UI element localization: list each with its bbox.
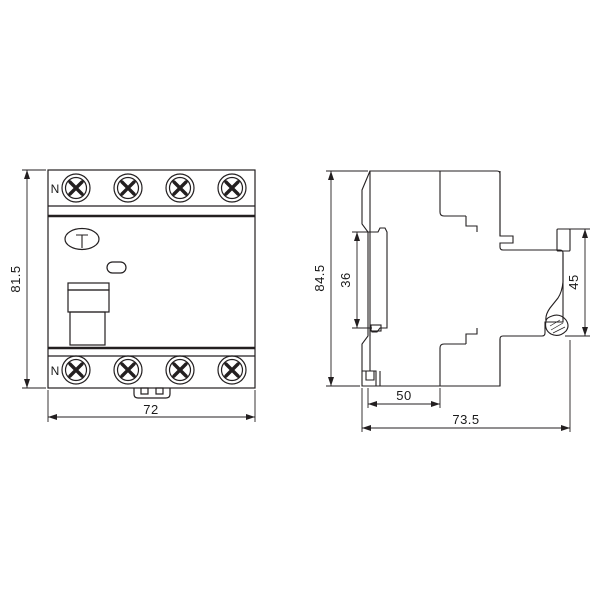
arrow-81-5-bot — [24, 379, 30, 388]
arrow-50-left — [368, 401, 377, 407]
side-inner-step-upper — [465, 216, 478, 232]
arrow-84-5-bot — [328, 377, 334, 386]
arrow-45-top — [582, 229, 588, 238]
toggle-handle[interactable] — [67, 282, 110, 346]
side-mid-step-upper — [439, 171, 466, 217]
test-button-outline — [64, 227, 100, 251]
terminal-screw-top-4 — [217, 173, 247, 203]
terminal-screw-bottom-3 — [165, 355, 195, 385]
arrow-72-right — [246, 414, 255, 420]
side-view — [361, 170, 571, 387]
terminal-screw-top-2 — [113, 173, 143, 203]
terminal-screw-bottom-4 — [217, 355, 247, 385]
clip-tab — [556, 228, 571, 252]
dimension-73-5: 73.5 — [452, 412, 479, 427]
front-body-outline — [47, 169, 256, 389]
toggle-handle-upper — [67, 282, 110, 291]
din-rail-clip — [545, 228, 571, 337]
terminal-screw-top-3 — [165, 173, 195, 203]
din-clip-notch — [133, 387, 171, 399]
neutral-label-bottom: N — [51, 364, 60, 378]
arrow-735-right — [561, 425, 570, 431]
side-bottom-foot — [361, 371, 381, 387]
toggle-handle-mid — [67, 289, 110, 313]
dimension-36: 36 — [338, 272, 353, 287]
side-left-chamfer — [361, 170, 371, 372]
side-body-outline — [369, 170, 564, 387]
terminal-screw-top-1 — [61, 173, 91, 203]
arrow-36-bot — [354, 319, 360, 328]
side-inner-step-lower — [465, 328, 478, 344]
terminal-screws-bottom — [61, 355, 247, 385]
arrow-72-left — [48, 414, 57, 420]
clip-hook-hatch — [549, 319, 566, 334]
dimension-81-5: 81.5 — [8, 265, 23, 292]
dimension-84-5: 84.5 — [312, 264, 327, 291]
terminal-screws-top — [61, 173, 247, 203]
side-mid-step-lower — [439, 343, 466, 386]
neutral-label-top: N — [51, 182, 60, 196]
indicator-window — [106, 261, 127, 274]
test-button-t-glyph — [76, 234, 88, 248]
toggle-handle-lower — [69, 311, 106, 346]
arrow-36-top — [354, 232, 360, 241]
side-view-dimensions — [326, 170, 590, 432]
arrow-84-5-top — [328, 171, 334, 180]
terminal-screw-bottom-1 — [61, 355, 91, 385]
arrow-50-right — [431, 401, 440, 407]
terminal-screw-bottom-2 — [113, 355, 143, 385]
dimension-50: 50 — [396, 388, 411, 403]
dimension-45: 45 — [566, 274, 581, 289]
arrow-45-bot — [582, 327, 588, 336]
dimension-72: 72 — [143, 402, 158, 417]
arrow-735-left — [362, 425, 371, 431]
front-view — [47, 169, 256, 399]
clip-spring-arm — [545, 253, 564, 322]
test-button[interactable] — [64, 227, 100, 251]
side-terminal-block — [368, 227, 388, 336]
clip-hook — [545, 314, 569, 337]
arrow-81-5-top — [24, 170, 30, 179]
front-view-dimensions — [22, 169, 256, 422]
